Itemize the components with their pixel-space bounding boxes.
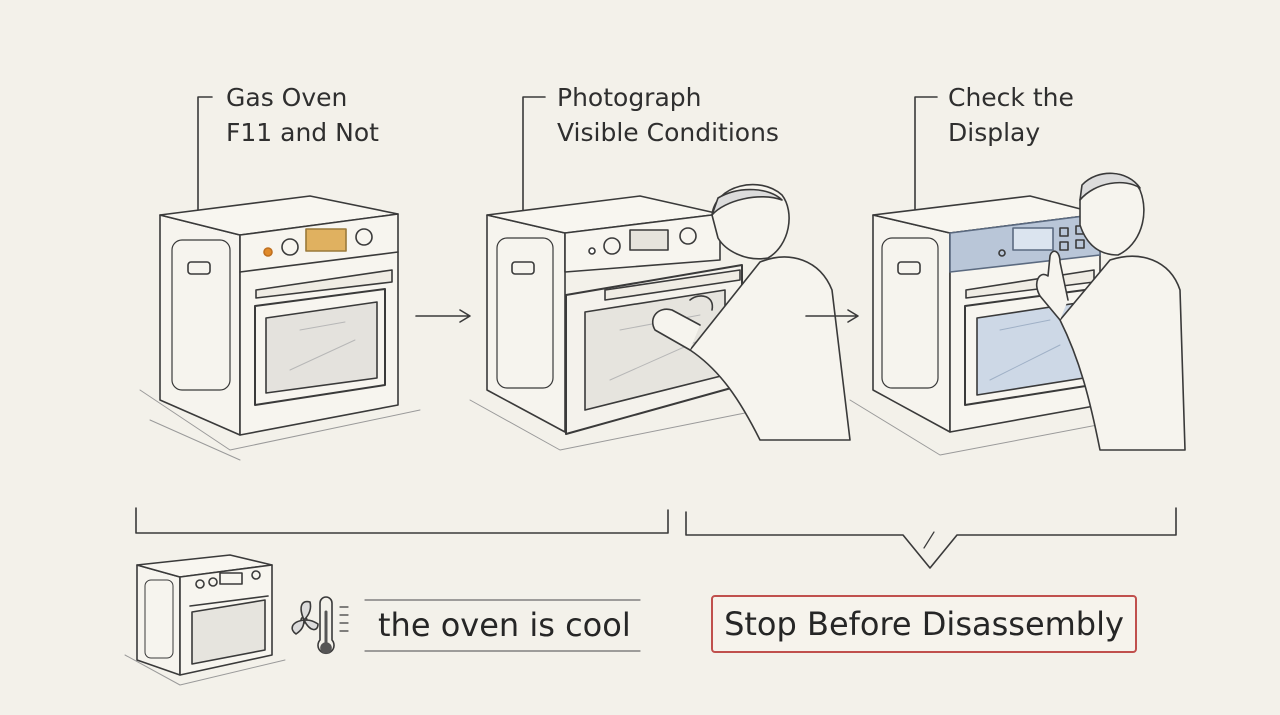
oven-2-illustration bbox=[469, 183, 851, 451]
step-2-label: Photograph Visible Conditions bbox=[557, 80, 779, 150]
person-2-illustration bbox=[651, 183, 851, 441]
step-2-label-line-1: Photograph bbox=[557, 83, 702, 112]
step-1-label-line-1: Gas Oven bbox=[226, 83, 348, 112]
oven-1-illustration bbox=[139, 195, 421, 461]
leader-line-1 bbox=[197, 96, 213, 251]
step-1-label-line-2: F11 and Not bbox=[226, 118, 379, 147]
leader-line-3 bbox=[914, 96, 938, 241]
fan-thermometer-icon bbox=[291, 596, 349, 655]
person-3-illustration bbox=[1035, 172, 1186, 451]
oven-3-illustration bbox=[849, 172, 1186, 456]
bracket-right bbox=[685, 507, 1177, 569]
arrow-1 bbox=[415, 309, 471, 323]
oven-1-control-panel bbox=[263, 228, 373, 257]
warning-text: Stop Before Disassembly bbox=[724, 605, 1124, 643]
bracket-left bbox=[135, 507, 669, 534]
arrow-2 bbox=[805, 309, 859, 323]
oven-3-control-panel bbox=[949, 213, 1101, 273]
condition-text: the oven is cool bbox=[378, 606, 631, 644]
small-oven-illustration bbox=[124, 554, 286, 686]
step-3-label-line-2: Display bbox=[948, 118, 1041, 147]
step-3-label-line-1: Check the bbox=[948, 83, 1074, 112]
step-3-label: Check the Display bbox=[948, 80, 1074, 150]
step-2-label-line-2: Visible Conditions bbox=[557, 118, 779, 147]
oven-2-control-panel bbox=[588, 227, 697, 255]
step-1-label: Gas Oven F11 and Not bbox=[226, 80, 379, 150]
warning-box: Stop Before Disassembly bbox=[711, 595, 1137, 653]
